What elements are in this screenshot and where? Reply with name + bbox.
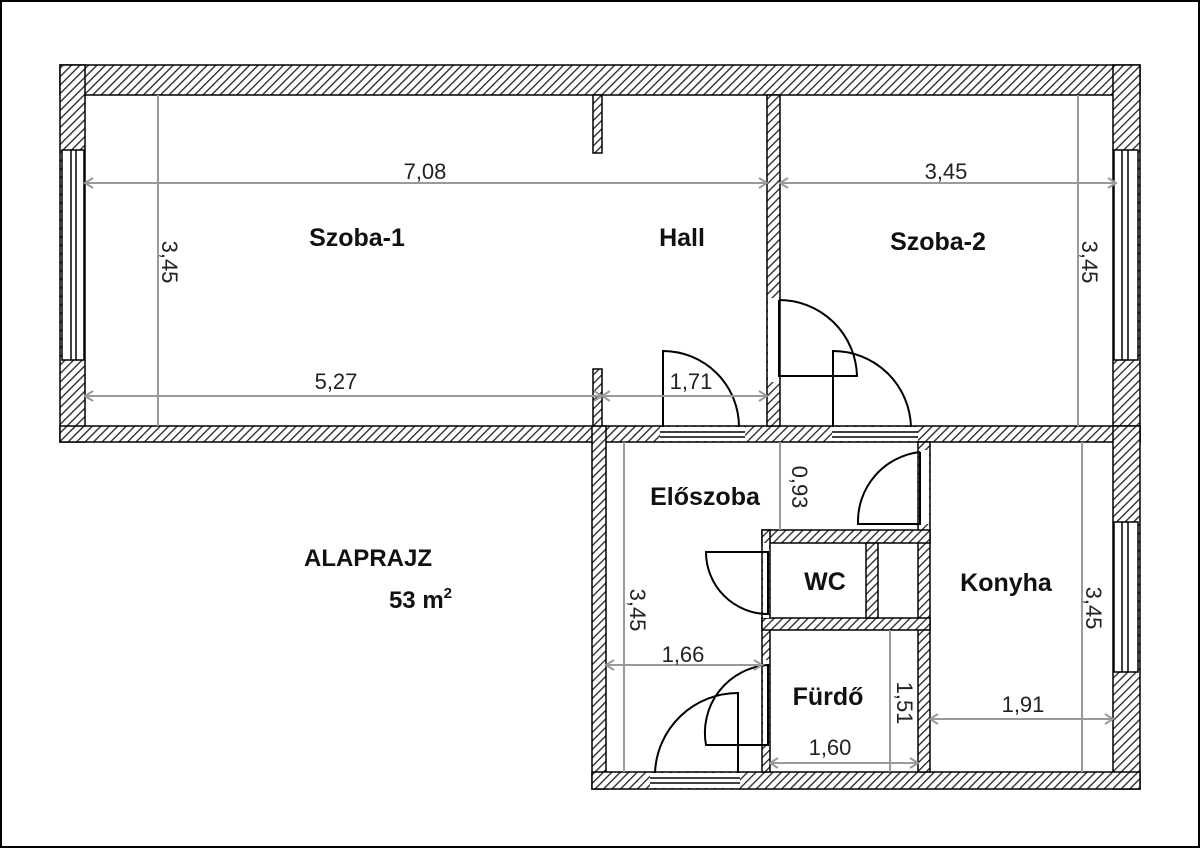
windows — [61, 149, 1139, 784]
room-labels: Szoba-1 Hall Szoba-2 Előszoba WC Konyha … — [309, 224, 1053, 711]
window-entry-bottom — [650, 777, 740, 784]
wall-wc-top — [761, 529, 931, 544]
label-furdo: Fürdő — [793, 683, 864, 711]
wall-wc-mid — [865, 542, 879, 619]
dim-furdo-height: 1,51 — [892, 682, 917, 725]
dim-hall-width: 1,71 — [670, 369, 713, 394]
label-hall: Hall — [659, 224, 705, 252]
dim-konyha-width: 1,91 — [1002, 692, 1045, 717]
dim-eloszoba-gap: 0,93 — [787, 466, 812, 509]
label-eloszoba: Előszoba — [650, 483, 761, 511]
dim-szoba1-bottom: 5,27 — [315, 369, 358, 394]
wall-partition-bottom — [592, 368, 603, 427]
door-entry — [654, 691, 739, 774]
wall-wc-bottom — [761, 617, 931, 631]
plan-title: ALAPRAJZ 53 m2 — [304, 545, 452, 614]
wall-wc-left — [761, 529, 771, 773]
dim-szoba2-height: 3,45 — [1077, 241, 1102, 284]
title-area: 53 m2 — [389, 585, 452, 614]
dim-furdo-width: 1,60 — [809, 735, 852, 760]
door-konyha — [856, 451, 921, 525]
wall-partition-top — [592, 94, 603, 154]
dim-top-right: 3,45 — [925, 159, 968, 184]
label-wc: WC — [804, 568, 846, 596]
window-left — [61, 149, 85, 361]
door-szoba2 — [778, 299, 859, 377]
dim-top-left: 7,08 — [404, 159, 447, 184]
dim-szoba1-height: 3,45 — [157, 241, 182, 284]
window-hall-bottom — [660, 431, 745, 438]
dimension-lines — [83, 95, 1118, 772]
dim-eloszoba-height: 3,45 — [625, 589, 650, 632]
title-alaprajz: ALAPRAJZ — [304, 545, 432, 572]
title-area-value: 53 m — [389, 587, 444, 614]
label-konyha: Konyha — [960, 569, 1053, 597]
doors — [654, 299, 921, 774]
window-right-top — [1113, 149, 1139, 361]
label-szoba1: Szoba-1 — [309, 224, 405, 252]
title-area-sup: 2 — [444, 585, 452, 602]
door-hall — [662, 349, 740, 428]
window-right-bottom — [1113, 521, 1139, 673]
door-wc — [704, 551, 769, 616]
door-szoba2-lower — [832, 349, 912, 428]
window-szoba2-bottom — [832, 431, 918, 438]
dim-konyha-height: 3,45 — [1081, 587, 1106, 630]
dimension-labels: 7,08 3,45 3,45 3,45 5,27 1,71 0,93 3,45 … — [157, 159, 1106, 760]
label-szoba2: Szoba-2 — [890, 228, 986, 256]
dim-eloszoba-width: 1,66 — [662, 642, 705, 667]
wall-top — [59, 64, 1141, 96]
wall-left-lower — [591, 425, 607, 790]
